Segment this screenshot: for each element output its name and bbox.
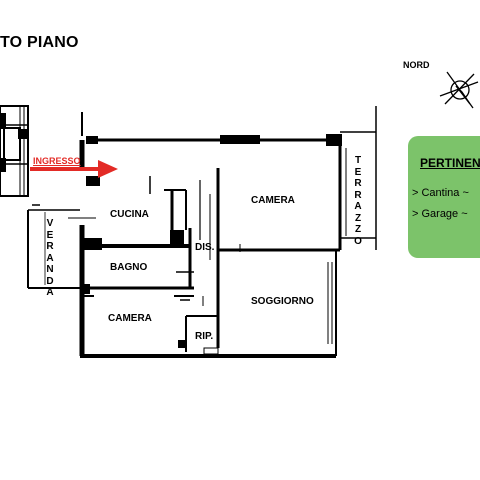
room-label-soggiorno: SOGGIORNO <box>251 296 314 307</box>
room-label-terrazzo: TERRAZZO <box>354 155 362 247</box>
wall-block <box>170 230 184 244</box>
wall-block <box>86 176 100 186</box>
north-label: NORD <box>403 60 430 70</box>
wall-block <box>220 135 260 144</box>
pertinenze-box: PERTINEN > Cantina ~ > Garage ~ <box>408 136 480 258</box>
floor-title: TO PIANO <box>0 34 79 51</box>
pertinenze-item-garage: > Garage ~ <box>412 208 468 220</box>
compass-rose-icon <box>439 71 479 109</box>
wall-block <box>326 134 342 146</box>
room-label-camera-bottom: CAMERA <box>108 313 152 324</box>
veranda-outline <box>27 204 80 289</box>
pillar <box>0 113 6 129</box>
stair-block <box>0 105 29 197</box>
room-label-rip: RIP. <box>195 331 214 342</box>
pillar <box>18 129 28 139</box>
pertinenze-title: PERTINEN <box>420 156 480 170</box>
room-label-veranda: VERANDA <box>46 218 54 298</box>
wall-block <box>86 136 98 144</box>
pertinenze-item-cantina: > Cantina ~ <box>412 187 469 199</box>
room-label-camera-top: CAMERA <box>251 195 295 206</box>
window <box>203 347 219 355</box>
interior-walls <box>68 168 326 352</box>
room-label-cucina: CUCINA <box>110 209 149 220</box>
room-label-bagno: BAGNO <box>110 262 148 273</box>
room-label-dis: DIS. <box>195 242 215 253</box>
pillar <box>0 158 6 172</box>
entrance-label: INGRESSO <box>33 156 81 166</box>
entrance-arrow <box>30 160 118 178</box>
wall-block <box>178 340 186 348</box>
